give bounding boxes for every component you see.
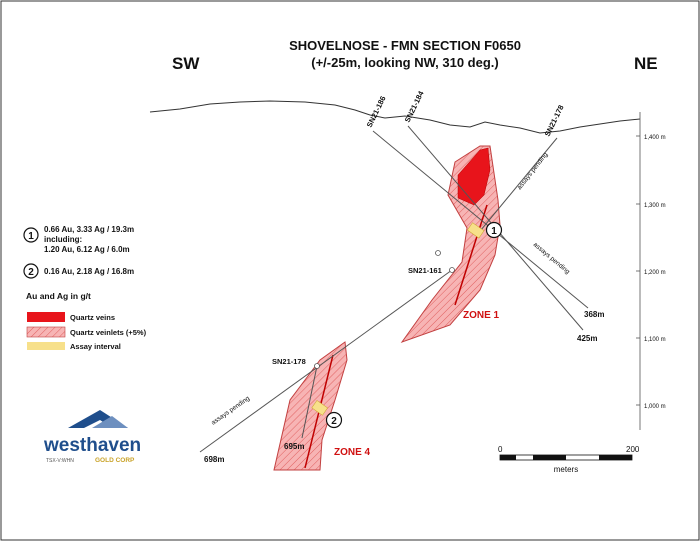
- direction-sw: SW: [172, 54, 200, 73]
- drillhole-sn21-186: [372, 130, 589, 309]
- collar-marker: [435, 250, 441, 256]
- legend-label-quartz-veins: Quartz veins: [70, 313, 115, 322]
- key-number-2: 2: [28, 267, 34, 278]
- zone-4-label: ZONE 4: [334, 447, 371, 458]
- logo-mountain-icon: [92, 416, 128, 428]
- title-line-2: (+/-25m, looking NW, 310 deg.): [311, 55, 498, 70]
- topography-line: [149, 100, 641, 134]
- key-number-1: 1: [28, 231, 34, 242]
- legend-swatch-assay-interval: [27, 342, 65, 350]
- note-assays-pending-sn21-161: assays pending: [210, 395, 251, 427]
- elevation-label-1200: 1,200 m: [644, 270, 666, 276]
- svg-text:1: 1: [491, 226, 497, 237]
- legend-swatch-quartz-veinlets: [26, 326, 66, 338]
- zone-1-label: ZONE 1: [463, 310, 500, 321]
- scale-bar: 0 200 meters: [498, 445, 640, 474]
- units-note: Au and Ag in g/t: [26, 291, 91, 301]
- title-line-1: SHOVELNOSE - FMN SECTION F0650: [289, 38, 521, 53]
- depth-sn21-186: 368m: [584, 310, 604, 319]
- intercept-1-result: 0.66 Au, 3.33 Ag / 19.3m: [44, 225, 134, 234]
- elevation-scale: 1,400 m 1,300 m 1,200 m 1,100 m 1,000 m: [636, 112, 666, 430]
- label-sn21-178-upper: SN21-178: [543, 104, 566, 138]
- drillhole-sn21-178-upper: [475, 137, 558, 237]
- elevation-label-1400: 1,400 m: [644, 135, 666, 141]
- zone-1-quartz-vein: [457, 147, 491, 206]
- westhaven-logo: westhaven GOLD CORP TSX-V:WHN: [43, 410, 141, 464]
- note-assays-pending-sn21-178: assays pending: [516, 151, 550, 191]
- collar-marker: [314, 363, 320, 369]
- depth-sn21-184: 425m: [577, 334, 597, 343]
- assay-interval-2: [311, 400, 328, 416]
- logo-ticker: TSX-V:WHN: [46, 458, 74, 464]
- collar-marker: [449, 267, 455, 273]
- assay-interval-1: [467, 222, 485, 239]
- scale-bar-unit: meters: [554, 465, 578, 474]
- drillhole-sn21-161: [199, 269, 453, 453]
- label-sn21-178-lower: SN21-178: [272, 357, 306, 366]
- intercept-marker-2: 2: [325, 411, 343, 429]
- drillhole-sn21-178-lower: [301, 365, 318, 439]
- scale-bar-min: 0: [498, 445, 503, 454]
- elevation-label-1000: 1,000 m: [644, 404, 666, 410]
- intercept-1-including: including:: [44, 235, 82, 244]
- intercept-key: 1 0.66 Au, 3.33 Ag / 19.3m including: 1.…: [23, 225, 134, 279]
- logo-subtitle: GOLD CORP: [95, 457, 135, 464]
- elevation-label-1300: 1,300 m: [644, 203, 666, 209]
- label-sn21-186: SN21-186: [365, 95, 388, 129]
- intercept-marker-1: 1: [485, 221, 503, 239]
- intercept-1-sub-result: 1.20 Au, 6.12 Ag / 6.0m: [44, 245, 130, 254]
- direction-ne: NE: [634, 54, 658, 73]
- zone-1-vein-trace: [454, 204, 488, 306]
- legend: Quartz veins Quartz veinlets (+5%) Assay…: [26, 312, 147, 351]
- depth-sn21-178-lower: 695m: [284, 442, 304, 451]
- scale-bar-max: 200: [626, 445, 640, 454]
- intercept-2-result: 0.16 Au, 2.18 Ag / 16.8m: [44, 267, 134, 276]
- logo-wordmark: westhaven: [43, 435, 141, 456]
- legend-swatch-quartz-veins: [27, 312, 65, 322]
- note-assays-pending-sn21-186: assays pending: [532, 241, 571, 276]
- legend-label-quartz-veinlets: Quartz veinlets (+5%): [70, 328, 147, 337]
- legend-label-assay-interval: Assay interval: [70, 342, 121, 351]
- label-sn21-161: SN21-161: [408, 266, 442, 275]
- depth-sn21-161: 698m: [204, 455, 224, 464]
- svg-text:2: 2: [331, 416, 337, 427]
- elevation-label-1100: 1,100 m: [644, 337, 666, 343]
